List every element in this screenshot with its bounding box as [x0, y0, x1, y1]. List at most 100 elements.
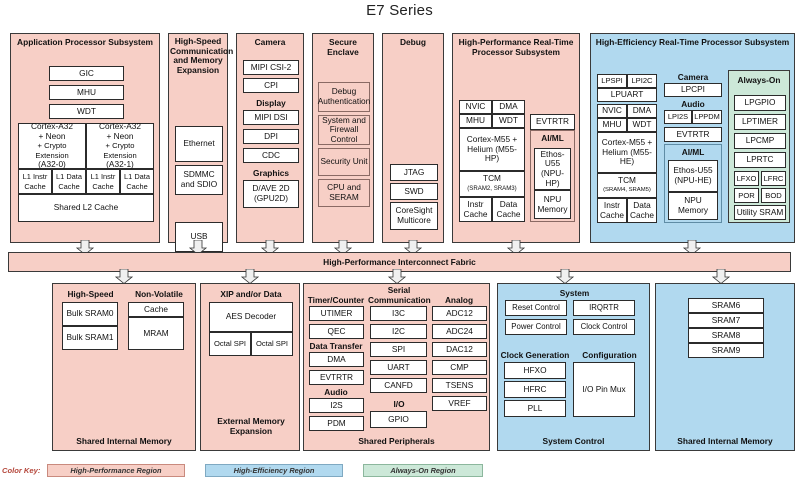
block-ethos-u55-npu-hp[interactable]: Ethos-U55 (NPU-HP): [534, 148, 571, 190]
block-pll[interactable]: PLL: [504, 400, 566, 417]
block-adc12[interactable]: ADC12: [432, 306, 487, 321]
block-io-pin-mux[interactable]: I/O Pin Mux: [573, 362, 635, 417]
block-clock-control[interactable]: Clock Control: [573, 319, 635, 335]
block-external-memory-expansion[interactable]: XIP and/or Data AES Decoder Octal SPI Oc…: [200, 283, 300, 451]
block-sram7[interactable]: SRAM7: [688, 313, 764, 328]
block-instr-cache-he[interactable]: Instr Cache: [597, 198, 627, 223]
block-tcm-hp[interactable]: TCM (SRAM2, SRAM3): [459, 171, 525, 197]
block-lpi2s[interactable]: LPI2S: [664, 110, 692, 124]
block-shared-internal-memory-left[interactable]: High-Speed Non-Volatile Bulk SRAM0 Bulk …: [52, 283, 196, 451]
block-mipi-csi-2[interactable]: MIPI CSI-2: [243, 60, 299, 75]
block-application-processor-subsystem[interactable]: Application Processor Subsystem GIC MHU …: [10, 33, 160, 243]
block-npu-memory-hp[interactable]: NPU Memory: [534, 190, 571, 219]
block-lpi2c[interactable]: LPI2C: [627, 74, 657, 88]
block-canfd[interactable]: CANFD: [370, 378, 427, 393]
block-lptimer[interactable]: LPTIMER: [734, 114, 786, 130]
block-lpuart[interactable]: LPUART: [597, 88, 657, 102]
block-vref[interactable]: VREF: [432, 396, 487, 411]
block-gpio[interactable]: GPIO: [370, 411, 427, 428]
block-cmp[interactable]: CMP: [432, 360, 487, 375]
block-evtrtr-he[interactable]: EVTRTR: [664, 127, 722, 142]
block-bod[interactable]: BOD: [761, 188, 786, 203]
block-dma-he[interactable]: DMA: [627, 104, 657, 118]
block-data-cache-he[interactable]: Data Cache: [627, 198, 657, 223]
block-instr-cache-hp[interactable]: Instr Cache: [459, 197, 492, 222]
block-lpcmp[interactable]: LPCMP: [734, 133, 786, 149]
block-high-efficiency-realtime-processor-subsystem[interactable]: High-Efficiency Real-Time Processor Subs…: [590, 33, 795, 243]
block-octal-spi-1[interactable]: Octal SPI: [209, 332, 251, 356]
block-aes-decoder[interactable]: AES Decoder: [209, 302, 293, 332]
block-tsens[interactable]: TSENS: [432, 378, 487, 393]
block-mhu-hp[interactable]: MHU: [459, 114, 492, 128]
block-hfrc[interactable]: HFRC: [504, 381, 566, 398]
block-lprtc[interactable]: LPRTC: [734, 152, 786, 168]
block-i2c[interactable]: I2C: [370, 324, 427, 339]
block-high-performance-realtime-processor-subsystem[interactable]: High-Performance Real-Time Processor Sub…: [452, 33, 580, 243]
block-cortex-a32-1[interactable]: Cortex-A32 + Neon + Crypto Extension (A3…: [86, 121, 154, 169]
block-system-firewall-control[interactable]: System and Firewall Control: [318, 115, 370, 145]
block-utimer[interactable]: UTIMER: [309, 306, 364, 321]
block-l1-data-cache-a32-1[interactable]: L1 Data Cache: [120, 169, 154, 194]
group-aiml-he[interactable]: AI/ML Ethos-U55 (NPU-HE) NPU Memory: [664, 144, 722, 223]
block-camera-display-graphics[interactable]: Camera MIPI CSI-2 CPI Display MIPI DSI D…: [236, 33, 304, 243]
block-sram6[interactable]: SRAM6: [688, 298, 764, 313]
block-spi[interactable]: SPI: [370, 342, 427, 357]
block-ethernet[interactable]: Ethernet: [175, 126, 223, 162]
block-debug[interactable]: Debug JTAG SWD CoreSight Multicore: [382, 33, 444, 243]
block-shared-internal-memory-right[interactable]: SRAM6 SRAM7 SRAM8 SRAM9 Shared Internal …: [655, 283, 795, 451]
block-wdt-hp[interactable]: WDT: [492, 114, 525, 128]
block-i2s[interactable]: I2S: [309, 398, 364, 413]
block-dpi[interactable]: DPI: [243, 129, 299, 144]
block-wdt[interactable]: WDT: [49, 104, 124, 119]
block-lpgpio[interactable]: LPGPIO: [734, 95, 786, 111]
block-swd[interactable]: SWD: [390, 183, 438, 200]
block-l1-data-cache-a32-0[interactable]: L1 Data Cache: [52, 169, 86, 194]
block-data-cache-hp[interactable]: Data Cache: [492, 197, 525, 222]
block-mhu-he[interactable]: MHU: [597, 118, 627, 132]
block-lpcpi[interactable]: LPCPI: [664, 83, 722, 97]
block-gic[interactable]: GIC: [49, 66, 124, 81]
block-dave-2d-gpu2d[interactable]: D/AVE 2D (GPU2D): [243, 180, 299, 208]
block-cdc[interactable]: CDC: [243, 148, 299, 163]
block-sdmmc-sdio[interactable]: SDMMC and SDIO: [175, 165, 223, 195]
block-jtag[interactable]: JTAG: [390, 164, 438, 181]
block-uart[interactable]: UART: [370, 360, 427, 375]
block-mhu[interactable]: MHU: [49, 85, 124, 100]
block-reset-control[interactable]: Reset Control: [505, 300, 567, 316]
block-cortex-a32-0[interactable]: Cortex-A32 + Neon + Crypto Extension (A3…: [18, 121, 86, 169]
block-evtrtr-periph[interactable]: EVTRTR: [309, 370, 364, 385]
block-dac12[interactable]: DAC12: [432, 342, 487, 357]
block-pdm[interactable]: PDM: [309, 416, 364, 431]
block-sram8[interactable]: SRAM8: [688, 328, 764, 343]
block-system-control[interactable]: System Reset Control IRQRTR Power Contro…: [497, 283, 650, 451]
group-always-on[interactable]: Always-On LPGPIO LPTIMER LPCMP LPRTC LFX…: [728, 70, 790, 223]
block-high-speed-communication-memory-expansion[interactable]: High-Speed Communication and Memory Expa…: [168, 33, 233, 252]
block-evtrtr-hp[interactable]: EVTRTR: [530, 114, 575, 130]
block-power-control[interactable]: Power Control: [505, 319, 567, 335]
block-cortex-m55-he[interactable]: Cortex-M55 + Helium (M55-HE): [597, 132, 657, 173]
block-dma-periph[interactable]: DMA: [309, 352, 364, 367]
block-lpspi[interactable]: LPSPI: [597, 74, 627, 88]
block-npu-memory-he[interactable]: NPU Memory: [668, 192, 718, 220]
block-qec[interactable]: QEC: [309, 324, 364, 339]
block-nvic-hp[interactable]: NVIC: [459, 100, 492, 114]
block-cpu-seram[interactable]: CPU and SERAM: [318, 179, 370, 207]
block-irqrtr[interactable]: IRQRTR: [573, 300, 635, 316]
block-l1-instr-cache-a32-1[interactable]: L1 Instr Cache: [86, 169, 120, 194]
block-security-unit[interactable]: Security Unit: [318, 148, 370, 176]
block-bulk-sram1[interactable]: Bulk SRAM1: [62, 326, 118, 350]
block-shared-l2-cache[interactable]: Shared L2 Cache: [18, 194, 154, 222]
block-nvic-he[interactable]: NVIC: [597, 104, 627, 118]
block-cortex-m55-hp[interactable]: Cortex-M55 + Helium (M55-HP): [459, 128, 525, 171]
block-sram9[interactable]: SRAM9: [688, 343, 764, 358]
block-wdt-he[interactable]: WDT: [627, 118, 657, 132]
block-shared-peripherals[interactable]: Timer/Counter UTIMER QEC Data Transfer D…: [303, 283, 490, 451]
block-l1-instr-cache-a32-0[interactable]: L1 Instr Cache: [18, 169, 52, 194]
block-adc24[interactable]: ADC24: [432, 324, 487, 339]
block-lfrc[interactable]: LFRC: [761, 171, 786, 186]
block-coresight-multicore[interactable]: CoreSight Multicore: [390, 202, 438, 230]
block-debug-authentication[interactable]: Debug Authentication: [318, 82, 370, 112]
block-tcm-he[interactable]: TCM (SRAM4, SRAM5): [597, 173, 657, 198]
block-secure-enclave[interactable]: Secure Enclave Debug Authentication Syst…: [312, 33, 374, 243]
block-mipi-dsi[interactable]: MIPI DSI: [243, 110, 299, 125]
